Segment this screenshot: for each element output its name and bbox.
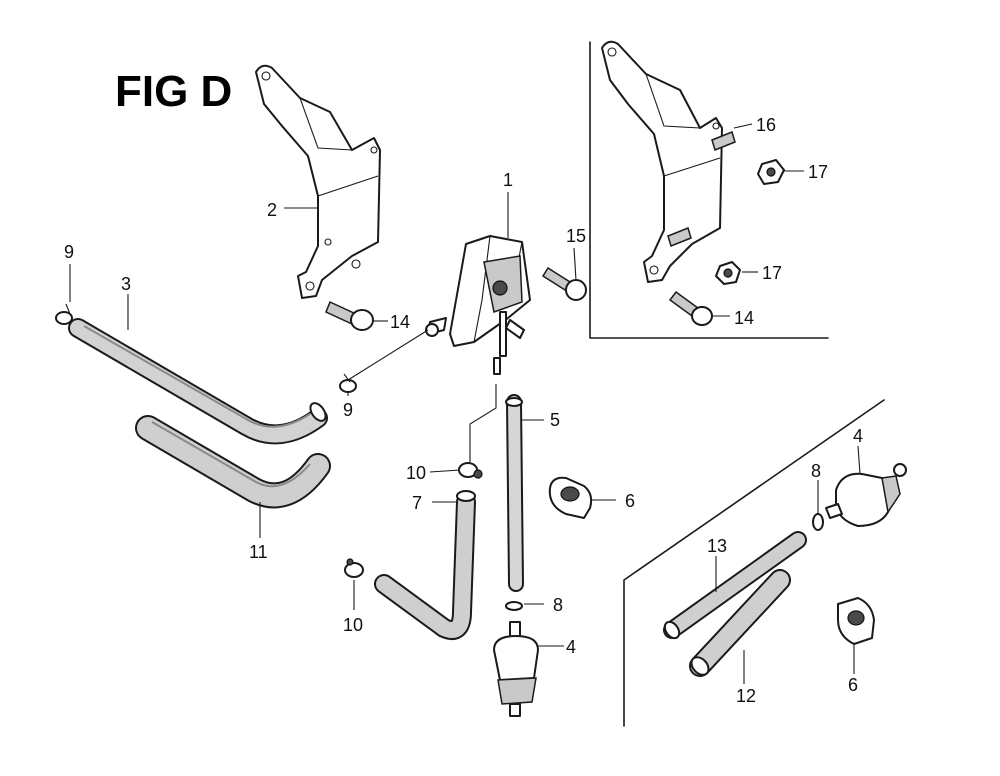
label-part-13: 13	[707, 536, 727, 556]
clip-part-10-upper	[458, 462, 483, 479]
clip-part-8-main	[505, 601, 523, 611]
label-part-12: 12	[736, 686, 756, 706]
label-part-2: 2	[267, 200, 277, 220]
inset-frame-bottom-right	[623, 399, 885, 727]
tube-part-13	[663, 531, 807, 640]
label-part-10-upper: 10	[406, 463, 426, 483]
label-part-16: 16	[756, 115, 776, 135]
label-part-11: 11	[249, 542, 268, 562]
fuel-pump-part-1	[425, 235, 531, 375]
hose-part-11	[135, 415, 331, 509]
label-part-6-inset: 6	[848, 675, 858, 695]
tube-part-5	[505, 394, 524, 592]
label-part-7: 7	[412, 493, 422, 513]
bolt-part-15	[541, 266, 587, 301]
clip-part-10-lower	[344, 558, 364, 578]
nut-part-17-lower	[715, 261, 741, 285]
label-part-9-lower: 9	[343, 400, 353, 420]
hose-part-7	[374, 490, 476, 640]
label-part-4-inset: 4	[853, 426, 863, 446]
label-part-9-upper: 9	[64, 242, 74, 262]
nut-part-17-upper	[757, 159, 785, 185]
clip-part-8-inset	[812, 513, 824, 531]
label-part-14-inset: 14	[734, 308, 754, 328]
bolt-part-14-main	[325, 300, 374, 331]
fuel-filter-part-4-inset	[825, 463, 907, 527]
label-part-15: 15	[566, 226, 586, 246]
inset-frame-top-right	[589, 41, 829, 339]
label-part-8-inset: 8	[811, 461, 821, 481]
clip-part-9-upper	[55, 303, 73, 325]
bracket-part-2	[255, 64, 381, 299]
label-part-14-main: 14	[390, 312, 410, 332]
leader-lines	[69, 123, 861, 684]
label-part-6-main: 6	[625, 491, 635, 511]
label-part-8-main: 8	[553, 595, 563, 615]
grommet-part-6-main	[548, 476, 593, 519]
label-part-4-main: 4	[566, 637, 576, 657]
label-part-1: 1	[503, 170, 513, 190]
label-part-3: 3	[121, 274, 131, 294]
label-part-17-upper: 17	[808, 162, 828, 182]
hose-part-3	[68, 318, 328, 445]
label-part-10-lower: 10	[343, 615, 363, 635]
fuel-filter-part-4-main	[493, 621, 539, 717]
tube-part-12	[689, 569, 791, 677]
grommet-part-6-inset	[837, 597, 875, 645]
figure-title: FIG D	[115, 67, 232, 116]
label-part-5: 5	[550, 410, 560, 430]
bolt-part-14-inset	[668, 290, 713, 326]
bracket-part-16	[601, 40, 736, 283]
label-part-17-lower: 17	[762, 263, 782, 283]
